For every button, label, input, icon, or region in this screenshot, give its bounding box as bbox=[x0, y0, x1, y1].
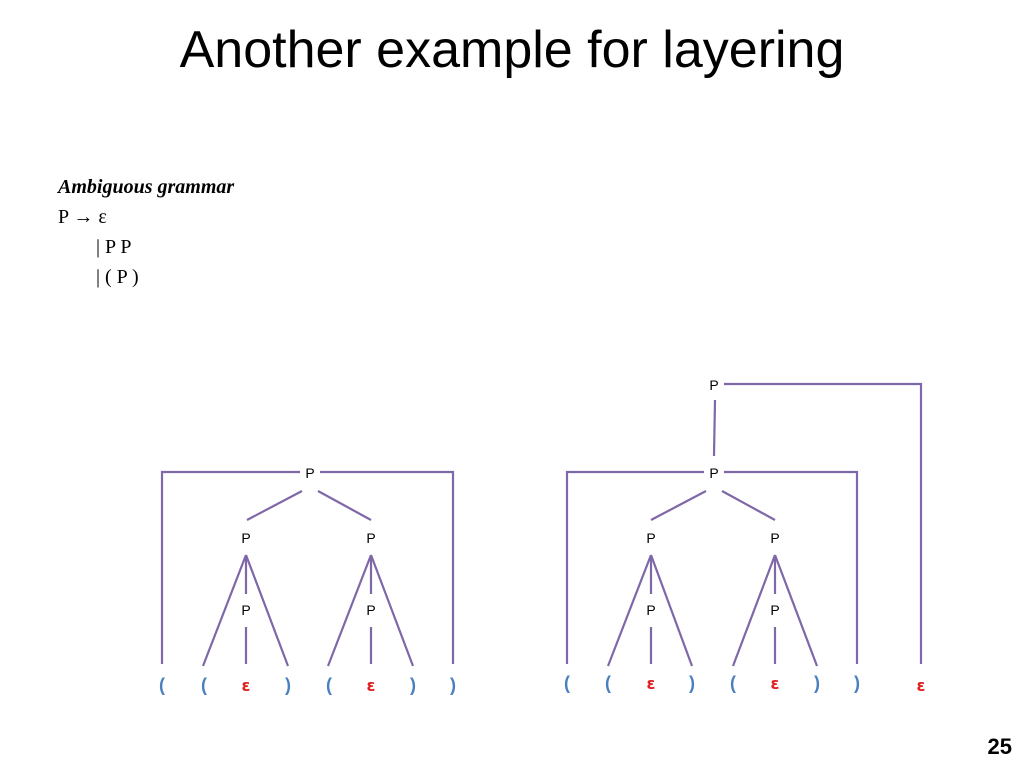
right-mid-edge-left bbox=[650, 490, 707, 521]
left-child2-edge-close bbox=[369, 554, 415, 667]
left-leaf-close-1: ) bbox=[285, 675, 291, 695]
left-root-edge-right bbox=[317, 490, 372, 521]
right-child1-edge-open bbox=[606, 554, 653, 667]
left-leaf-epsilon-1: ε bbox=[242, 676, 251, 695]
left-leaf-close-outer: ) bbox=[450, 675, 456, 695]
left-root-node: P bbox=[305, 465, 314, 481]
right-mid-bracket-left bbox=[565, 470, 704, 664]
right-leaf-epsilon-1: ε bbox=[647, 674, 656, 693]
right-leaf-open-outer: ( bbox=[564, 673, 570, 693]
right-child2-edge-open bbox=[731, 554, 777, 667]
right-parse-tree: P P P P P P ( ( ε ) ( ε ) ) ε bbox=[564, 377, 925, 695]
right-child1-node: P bbox=[646, 530, 655, 546]
left-child1-edge-open bbox=[201, 554, 248, 667]
right-grandchild2-node: P bbox=[770, 602, 779, 618]
right-child2-node: P bbox=[770, 530, 779, 546]
left-root-bracket-left bbox=[160, 470, 300, 664]
right-leaf-close-1: ) bbox=[689, 673, 695, 693]
grammar-rule-concat: | P P bbox=[96, 236, 132, 258]
left-parse-tree: P P P P P ( ( ε ) ( ε ) ) bbox=[159, 465, 456, 695]
grammar-block: Ambiguous grammar P → ε | P P | ( P ) bbox=[58, 172, 234, 292]
right-mid-edge-right bbox=[721, 490, 776, 521]
left-leaf-epsilon-2: ε bbox=[367, 676, 376, 695]
left-leaf-open-2: ( bbox=[326, 675, 332, 695]
left-leaf-open-outer: ( bbox=[159, 675, 165, 695]
grammar-rule-epsilon: P → ε bbox=[58, 206, 107, 228]
slide-title: Another example for layering bbox=[179, 21, 845, 79]
right-leaf-open-2: ( bbox=[730, 673, 736, 693]
right-leaf-open-1: ( bbox=[605, 673, 611, 693]
left-child1-node: P bbox=[241, 530, 250, 546]
right-leaf-close-outer: ) bbox=[854, 673, 860, 693]
slide-number: 25 bbox=[987, 734, 1012, 759]
right-top-edge-down bbox=[712, 399, 717, 457]
right-mid-node: P bbox=[709, 465, 718, 481]
left-child1-edge-close bbox=[244, 554, 290, 667]
right-child2-edge-close bbox=[773, 554, 819, 667]
left-root-edge-left bbox=[246, 490, 303, 521]
right-mid-bracket-right bbox=[724, 470, 859, 664]
left-child2-node: P bbox=[366, 530, 375, 546]
left-root-bracket-right bbox=[320, 470, 455, 664]
left-leaf-open-1: ( bbox=[201, 675, 207, 695]
left-leaf-close-2: ) bbox=[410, 675, 416, 695]
left-grandchild2-node: P bbox=[366, 602, 375, 618]
left-child2-edge-open bbox=[326, 554, 373, 667]
grammar-heading: Ambiguous grammar bbox=[58, 176, 235, 198]
right-grandchild1-node: P bbox=[646, 602, 655, 618]
left-grandchild1-node: P bbox=[241, 602, 250, 618]
right-leaf-close-2: ) bbox=[814, 673, 820, 693]
grammar-rule-paren: | ( P ) bbox=[96, 266, 139, 288]
right-leaf-epsilon-2: ε bbox=[771, 674, 780, 693]
right-leaf-epsilon-top: ε bbox=[917, 676, 926, 695]
right-root-node: P bbox=[709, 377, 718, 393]
right-child1-edge-close bbox=[649, 554, 694, 667]
right-top-bracket bbox=[724, 382, 923, 664]
